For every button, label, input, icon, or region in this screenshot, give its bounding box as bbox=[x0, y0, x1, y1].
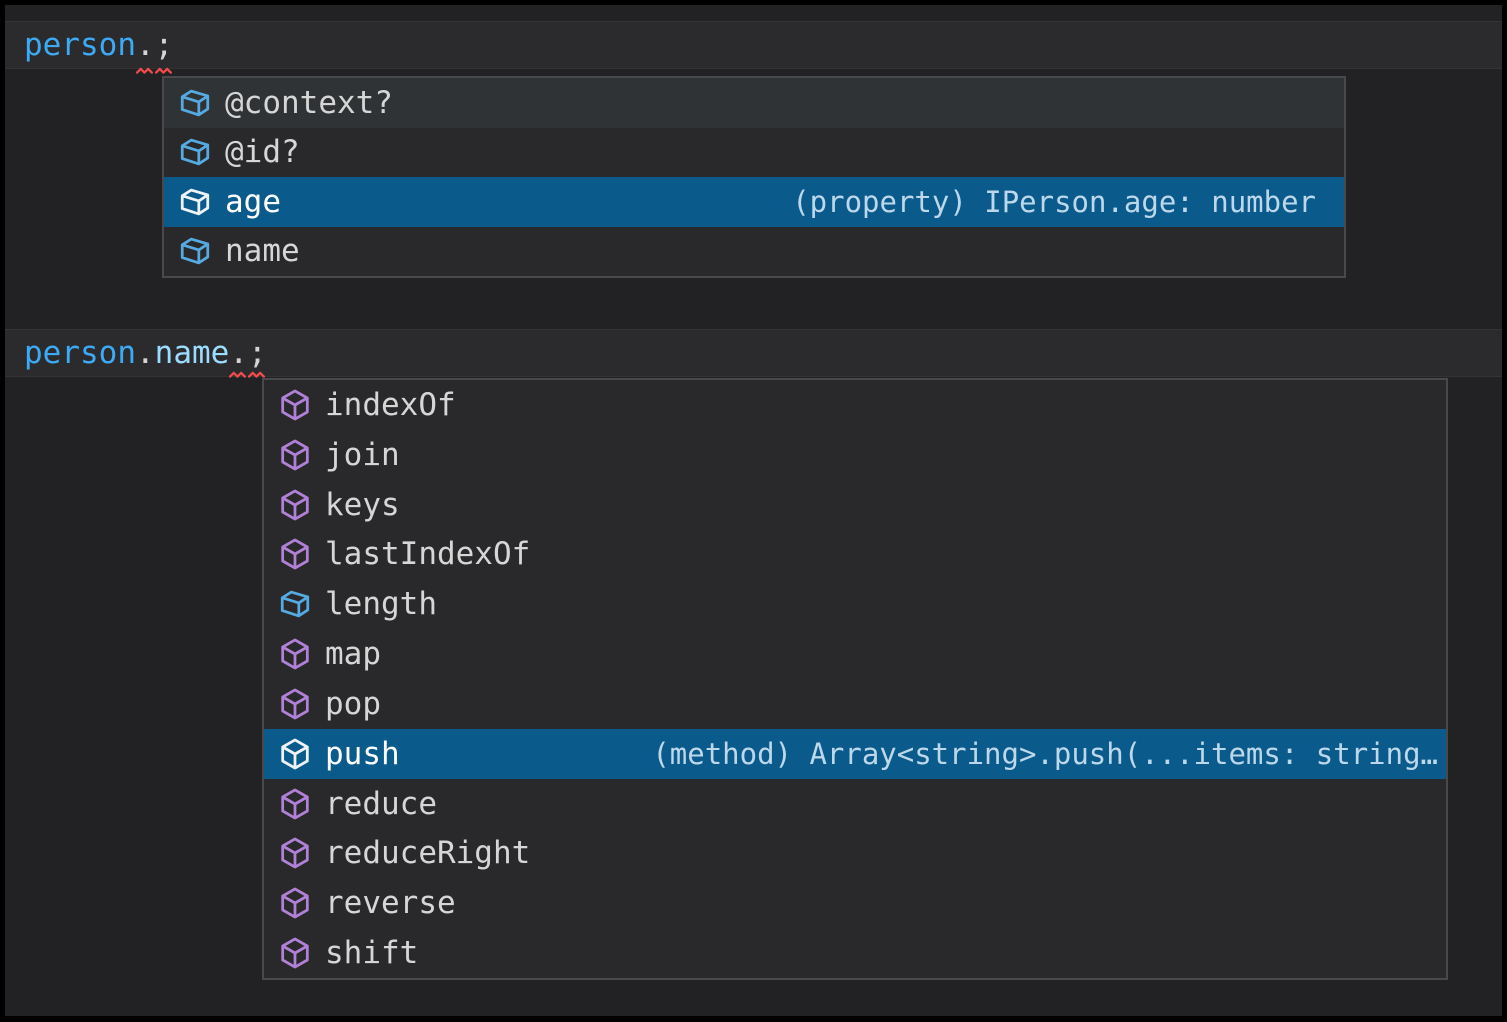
error-squiggle bbox=[155, 66, 174, 75]
symbol-method-icon bbox=[278, 537, 312, 571]
code-token-dot: . bbox=[229, 335, 248, 371]
code-token-property: name bbox=[154, 335, 230, 371]
suggest-item-label: map bbox=[325, 636, 381, 673]
suggest-item-keys[interactable]: keys bbox=[264, 480, 1446, 530]
symbol-field-icon bbox=[178, 185, 212, 219]
suggest-item-label: @id? bbox=[225, 134, 300, 171]
symbol-method-icon bbox=[278, 488, 312, 522]
symbol-method-icon bbox=[278, 737, 312, 771]
suggest-item-label: pop bbox=[325, 685, 381, 722]
symbol-field-icon bbox=[178, 234, 212, 268]
suggest-item-label: name bbox=[225, 233, 300, 270]
current-line-highlight bbox=[5, 329, 1502, 377]
suggest-item-join[interactable]: join bbox=[264, 430, 1446, 480]
symbol-method-icon bbox=[278, 637, 312, 671]
intellisense-popup-string-members: indexOf join keys lastIndexOf length map bbox=[262, 378, 1448, 980]
suggest-item-label: length bbox=[325, 586, 437, 623]
suggest-item-detail: (property) IPerson.age: number bbox=[792, 184, 1316, 219]
symbol-field-icon bbox=[178, 86, 212, 120]
suggest-item-label: age bbox=[225, 183, 281, 220]
intellisense-popup-person: @context? @id? age (property) IPerson.ag… bbox=[162, 76, 1346, 278]
symbol-method-icon bbox=[278, 388, 312, 422]
suggest-item-indexof[interactable]: indexOf bbox=[264, 380, 1446, 430]
suggest-item-reduce[interactable]: reduce bbox=[264, 779, 1446, 829]
suggest-item-shift[interactable]: shift bbox=[264, 928, 1446, 978]
suggest-item-length[interactable]: length bbox=[264, 579, 1446, 629]
error-squiggle bbox=[248, 370, 267, 379]
suggest-item-label: reverse bbox=[325, 885, 456, 922]
symbol-method-icon bbox=[278, 687, 312, 721]
symbol-field-icon bbox=[178, 135, 212, 169]
suggest-item-label: @context? bbox=[225, 84, 393, 121]
suggest-item-context[interactable]: @context? bbox=[164, 78, 1344, 128]
symbol-field-icon bbox=[278, 587, 312, 621]
code-token-semicolon: ; bbox=[247, 335, 267, 371]
error-squiggle bbox=[229, 370, 248, 379]
suggest-item-label: join bbox=[325, 436, 400, 473]
suggest-item-push-selected[interactable]: push (method) Array<string>.push(...item… bbox=[264, 728, 1446, 779]
code-token-dot: . bbox=[135, 27, 155, 63]
code-token-semicolon: ; bbox=[154, 27, 174, 63]
code-token-dot: . bbox=[135, 335, 155, 371]
code-line-person-name[interactable]: person.name.; bbox=[24, 330, 267, 376]
symbol-method-icon bbox=[278, 936, 312, 970]
symbol-method-icon bbox=[278, 438, 312, 472]
suggest-item-detail: (method) Array<string>.push(...items: st… bbox=[652, 736, 1438, 771]
error-squiggle bbox=[136, 66, 155, 75]
code-token-variable: person bbox=[24, 335, 136, 371]
suggest-item-label: push bbox=[325, 735, 400, 772]
suggest-item-label: shift bbox=[325, 935, 419, 972]
symbol-method-icon bbox=[278, 836, 312, 870]
symbol-method-icon bbox=[278, 886, 312, 920]
code-token-variable: person bbox=[24, 27, 136, 63]
suggest-item-lastindexof[interactable]: lastIndexOf bbox=[264, 529, 1446, 579]
code-line-person[interactable]: person.; bbox=[24, 22, 173, 68]
suggest-item-label: indexOf bbox=[325, 386, 456, 423]
suggest-item-label: keys bbox=[325, 486, 400, 523]
suggest-item-pop[interactable]: pop bbox=[264, 679, 1446, 729]
suggest-item-name[interactable]: name bbox=[164, 227, 1344, 277]
suggest-item-reverse[interactable]: reverse bbox=[264, 878, 1446, 928]
code-editor-surface: person.; @context? @id? age (property) I… bbox=[5, 5, 1502, 1016]
suggest-item-map[interactable]: map bbox=[264, 629, 1446, 679]
current-line-highlight bbox=[5, 21, 1502, 69]
suggest-item-label: lastIndexOf bbox=[325, 536, 531, 573]
suggest-item-age-selected[interactable]: age (property) IPerson.age: number bbox=[164, 177, 1344, 227]
symbol-method-icon bbox=[278, 787, 312, 821]
suggest-item-label: reduce bbox=[325, 785, 437, 822]
suggest-item-label: reduceRight bbox=[325, 835, 531, 872]
suggest-item-id[interactable]: @id? bbox=[164, 128, 1344, 178]
suggest-item-reduceright[interactable]: reduceRight bbox=[264, 828, 1446, 878]
